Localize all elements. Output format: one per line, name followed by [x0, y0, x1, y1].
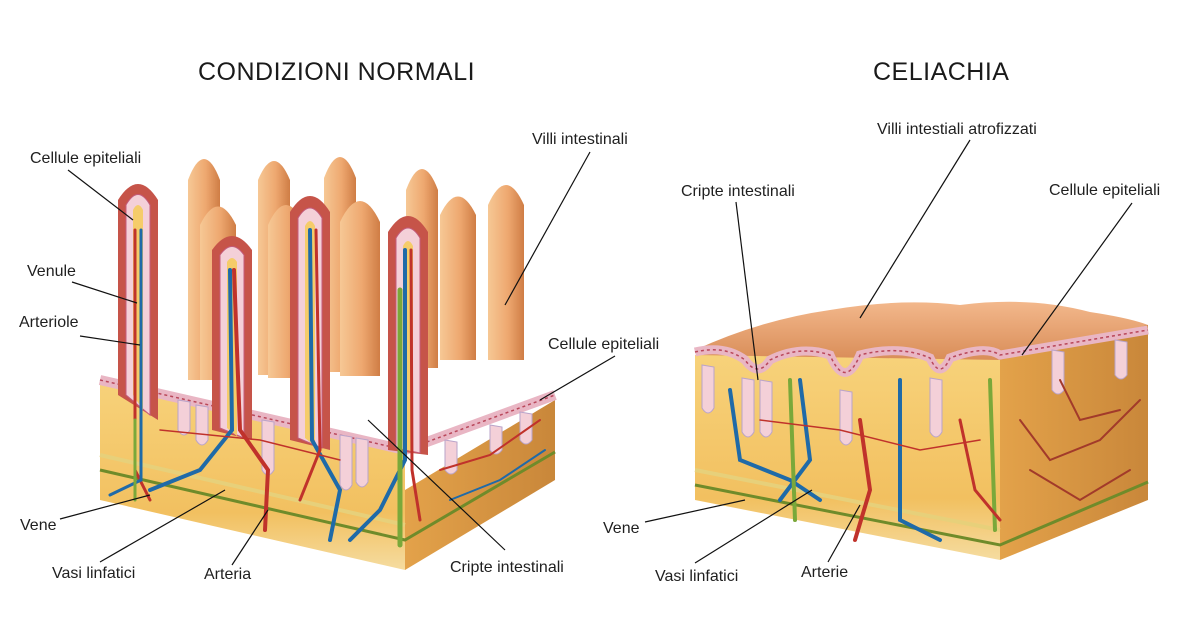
celiac-block-side [1000, 325, 1148, 560]
label-vene-normal: Vene [20, 517, 57, 534]
label-cellule-epiteliali-right: Cellule epiteliali [548, 336, 660, 353]
label-arteriole: Arteriole [19, 314, 79, 331]
label-arterie: Arterie [801, 564, 849, 581]
normal-block-side [405, 400, 555, 570]
normal-title: CONDIZIONI NORMALI [198, 58, 476, 86]
label-venule: Venule [27, 263, 76, 280]
normal-vessels [108, 228, 546, 548]
label-vasi-linfatici-normal: Vasi linfatici [52, 565, 136, 582]
label-cellule-epiteliali-top: Cellule epiteliali [30, 150, 142, 167]
label-cellule-epiteliali-celiac: Cellule epiteliali [1049, 182, 1161, 199]
celiac-vessels [728, 378, 1141, 542]
label-villi-intestinali: Villi intestinali [532, 131, 628, 148]
label-vasi-linfatici-celiac: Vasi linfatici [655, 568, 739, 585]
label-vene-celiac: Vene [603, 520, 640, 537]
label-cripte-intestinali-normal: Cripte intestinali [450, 559, 564, 576]
normal-crypts [177, 399, 533, 491]
label-arteria: Arteria [204, 566, 252, 583]
normal-tissue-block [98, 157, 557, 570]
celiac-title: CELIACHIA [873, 58, 1010, 86]
celiac-crypts [701, 339, 1128, 446]
label-cripte-intestinali-celiac: Cripte intestinali [681, 183, 795, 200]
leader-lines [59, 139, 1133, 566]
celiac-tissue-block [693, 301, 1149, 560]
label-villi-atrofizzati: Villi intestiali atrofizzati [877, 121, 1037, 138]
